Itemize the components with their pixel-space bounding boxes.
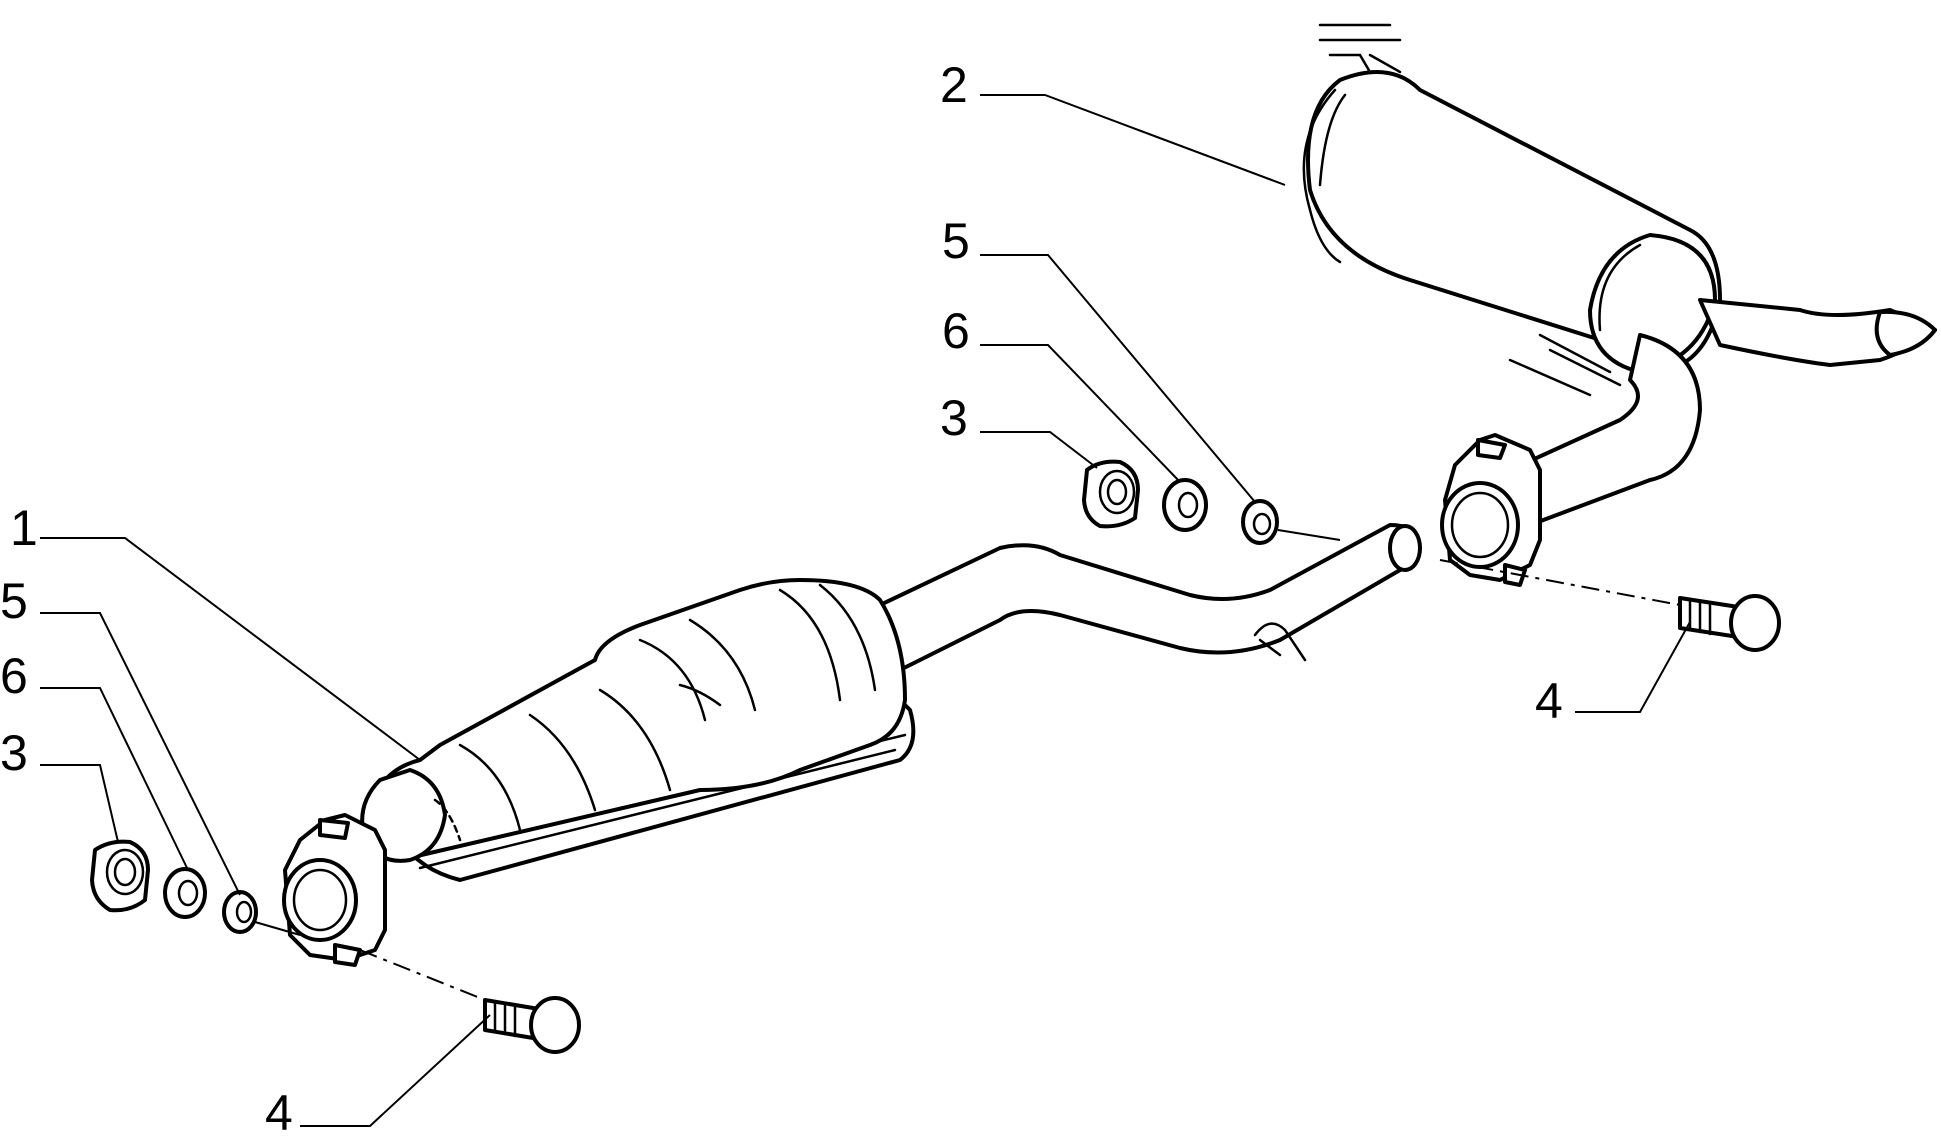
leader-6-left xyxy=(40,687,189,871)
left-bolt xyxy=(483,996,581,1054)
left-washer-6 xyxy=(163,867,207,919)
leader-6-right xyxy=(980,344,1181,483)
callout-6-right: 6 xyxy=(942,303,970,359)
left-nut xyxy=(90,839,150,913)
leader-5-right xyxy=(980,254,1256,503)
left-washer-axis xyxy=(254,921,301,936)
right-washer-6 xyxy=(1162,478,1208,532)
rear-flange xyxy=(1440,433,1542,587)
left-washer-5 xyxy=(222,890,258,934)
leader-4-left xyxy=(300,1014,491,1127)
leader-2 xyxy=(980,94,1286,186)
catalytic-converter xyxy=(360,578,916,882)
rear-silencer xyxy=(1302,23,1937,527)
leader-3-right xyxy=(980,431,1098,469)
callout-3-right: 3 xyxy=(940,390,968,446)
callout-4-left: 4 xyxy=(265,1085,293,1133)
callout-5-left: 5 xyxy=(0,573,28,629)
right-washer-axis xyxy=(1277,529,1341,541)
intermediate-pipe xyxy=(878,523,1422,672)
right-bolt xyxy=(1678,594,1781,652)
right-bolt-axis xyxy=(1439,559,1681,606)
callout-3-left: 3 xyxy=(0,725,28,781)
leader-1 xyxy=(40,537,421,761)
callout-6-left: 6 xyxy=(0,648,28,704)
right-washer-5 xyxy=(1241,499,1279,545)
callout-2: 2 xyxy=(940,57,968,113)
leader-5-left xyxy=(40,612,241,896)
front-flange xyxy=(282,813,387,967)
leader-3-left xyxy=(40,764,119,843)
callout-1: 1 xyxy=(10,500,38,556)
callout-4-right: 4 xyxy=(1535,673,1563,729)
callout-5-right: 5 xyxy=(942,213,970,269)
right-nut xyxy=(1082,459,1140,529)
leader-4-right xyxy=(1575,621,1691,713)
left-bolt-axis xyxy=(359,949,486,1001)
